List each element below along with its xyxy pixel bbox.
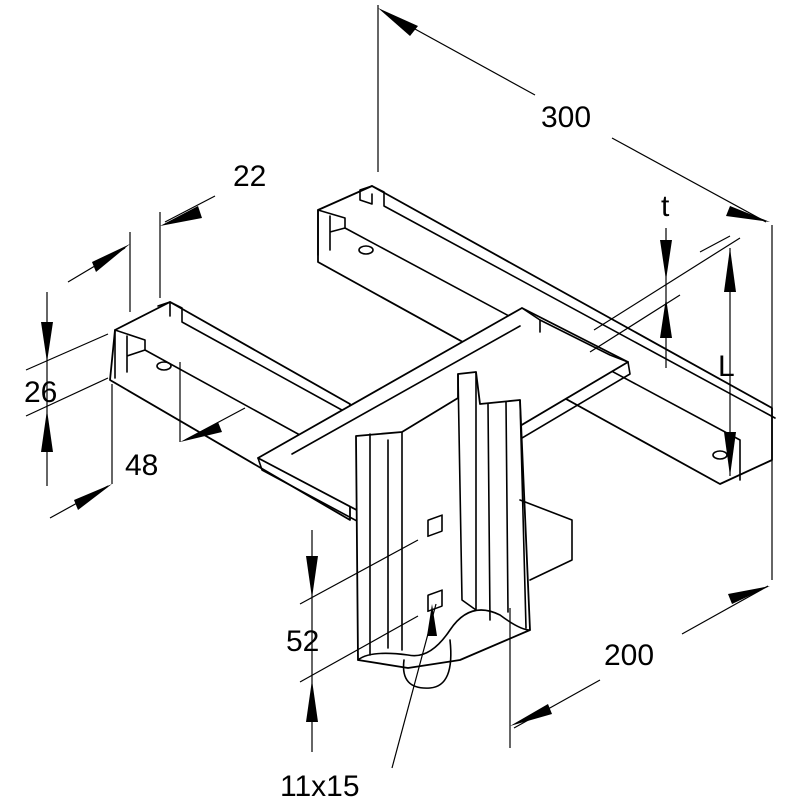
slot-upper — [427, 514, 443, 538]
dim-300: 300 — [541, 101, 591, 134]
dim-11x15: 11x15 — [280, 770, 360, 800]
dim-26: 26 — [24, 376, 57, 409]
dim-t: t — [661, 190, 670, 223]
dim-52: 52 — [286, 625, 319, 658]
dim-200: 200 — [604, 639, 654, 672]
dim-22: 22 — [233, 160, 266, 193]
vertical-post — [355, 371, 573, 689]
slot-hole-back — [358, 245, 374, 255]
dim-48: 48 — [125, 449, 158, 482]
arrowheads — [41, 8, 770, 726]
dim-L: L — [718, 350, 735, 383]
slot-hole-front — [156, 361, 172, 371]
slot-hole-right — [712, 450, 728, 460]
